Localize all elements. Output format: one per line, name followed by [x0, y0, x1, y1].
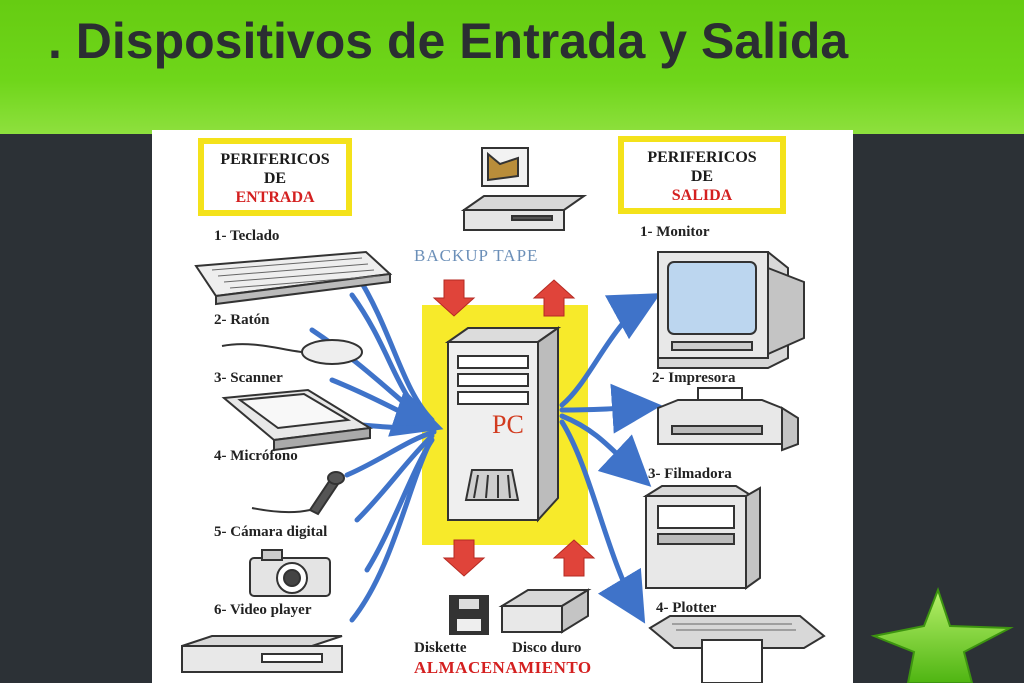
printer-icon: [657, 387, 799, 452]
plotter-icon: [648, 615, 826, 683]
backup-tape-label: BACKUP TAPE: [414, 246, 539, 265]
output-device-label: 3- Filmadora: [648, 466, 732, 482]
film-recorder-icon: [642, 485, 761, 590]
storage-device-label: Diskette: [414, 640, 467, 656]
input-device-label: 1- Teclado: [214, 228, 280, 244]
pc-tower-icon: [444, 326, 562, 523]
storage-label: ALMACENAMIENTO: [414, 658, 592, 677]
input-device-label: 2- Ratón: [214, 312, 270, 328]
slide-title: . Dispositivos de Entrada y Salida: [48, 13, 849, 69]
input-flow-arrows: [309, 272, 444, 623]
keyboard-icon: [194, 250, 393, 306]
video-player-icon: [181, 635, 343, 673]
microphone-icon: [251, 471, 345, 516]
output-device-label: 4- Plotter: [656, 600, 717, 616]
star-icon: [870, 587, 1014, 683]
input-device-label: 6- Video player: [214, 602, 312, 618]
input-device-label: 4- Micrófono: [214, 448, 298, 464]
storage-arrows: [442, 539, 596, 577]
output-peripherals-box: PERIFERICOS DE SALIDA: [618, 136, 786, 214]
scanner-icon: [221, 388, 373, 452]
diagram-illustration: [181, 147, 826, 683]
hard-disk-icon: [498, 588, 592, 634]
pc-label: PC: [492, 410, 524, 439]
output-flow-arrows: [559, 293, 662, 624]
monitor-icon: [657, 251, 805, 369]
mouse-icon: [221, 339, 363, 365]
input-peripherals-box: PERIFERICOS DE ENTRADA: [198, 138, 352, 216]
backup-arrows: [432, 279, 576, 317]
peripherals-diagram: PERIFERICOS DE ENTRADA PERIFERICOS DE SA…: [152, 130, 853, 683]
backup-tape-icon: [460, 147, 588, 231]
diskette-icon: [449, 595, 489, 635]
title-bar: [0, 0, 1024, 134]
storage-device-label: Disco duro: [512, 640, 582, 656]
output-device-label: 1- Monitor: [640, 224, 710, 240]
camera-icon: [249, 549, 331, 597]
input-device-label: 3- Scanner: [214, 370, 283, 386]
output-device-label: 2- Impresora: [652, 370, 736, 386]
input-device-label: 5- Cámara digital: [214, 524, 328, 540]
